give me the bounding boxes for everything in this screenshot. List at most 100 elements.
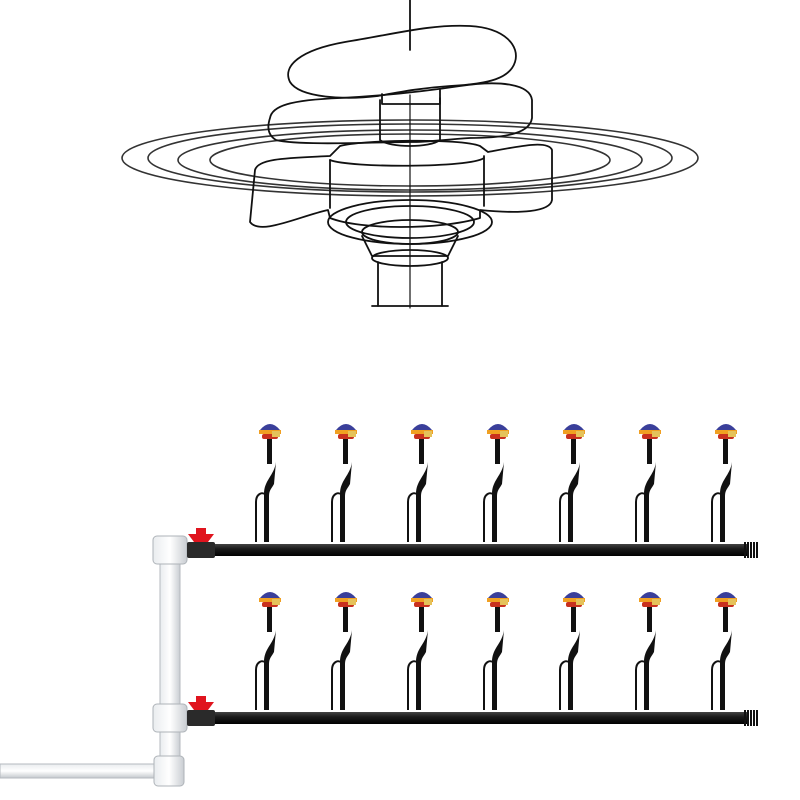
- threaded-stem: [377, 261, 443, 307]
- tee-fitting: [152, 703, 188, 733]
- stake-leg: [711, 660, 721, 710]
- stake: [340, 630, 352, 710]
- stake-leg: [635, 492, 645, 542]
- head-ring: [487, 598, 509, 602]
- head-ring: [411, 430, 433, 434]
- micro-sprinkler: [255, 592, 281, 710]
- stake-leg: [483, 492, 493, 542]
- supply-pipe: [0, 547, 185, 787]
- stake: [416, 462, 428, 542]
- stake-leg: [407, 660, 417, 710]
- sprinkler-head-line-drawing: [121, 0, 699, 309]
- head-cap: [412, 424, 432, 430]
- stake: [264, 462, 276, 542]
- head-ring: [335, 598, 357, 602]
- head-cap: [640, 592, 660, 598]
- micro-sprinkler: [331, 592, 357, 710]
- stake-leg: [635, 660, 645, 710]
- head-ring: [411, 598, 433, 602]
- stake-leg: [711, 492, 721, 542]
- head-cap: [716, 424, 736, 430]
- lower-blade: [249, 139, 553, 228]
- head-cap: [640, 424, 660, 430]
- stake: [568, 630, 580, 710]
- irrigation-system: [0, 424, 758, 787]
- micro-sprinkler: [635, 592, 661, 710]
- riser: [647, 602, 652, 632]
- stake-leg: [331, 492, 341, 542]
- tee-fitting: [152, 535, 188, 565]
- riser: [267, 434, 272, 464]
- riser: [343, 434, 348, 464]
- riser: [571, 434, 576, 464]
- micro-sprinkler: [559, 424, 585, 542]
- riser: [571, 602, 576, 632]
- stake: [720, 462, 732, 542]
- valve-handle: [188, 534, 214, 542]
- stake: [568, 462, 580, 542]
- distribution-pipe: [215, 712, 747, 724]
- top-blade: [287, 24, 517, 99]
- supply-pipe-horizontal: [0, 763, 166, 779]
- stake: [492, 630, 504, 710]
- micro-sprinkler: [407, 424, 433, 542]
- head-ring: [639, 598, 661, 602]
- valve-handle: [188, 702, 214, 710]
- head-ring: [639, 430, 661, 434]
- head-cap: [488, 424, 508, 430]
- stake-leg: [559, 492, 569, 542]
- micro-sprinkler: [407, 592, 433, 710]
- elbow-fitting: [153, 755, 185, 787]
- stake: [644, 630, 656, 710]
- stake-leg: [483, 660, 493, 710]
- head-ring: [563, 598, 585, 602]
- stake: [264, 630, 276, 710]
- head-ring: [715, 430, 737, 434]
- riser: [495, 602, 500, 632]
- head-cap: [336, 592, 356, 598]
- riser: [495, 434, 500, 464]
- sprinkler-row: [152, 424, 758, 565]
- stake: [340, 462, 352, 542]
- valve-body: [187, 542, 215, 558]
- head-cap: [716, 592, 736, 598]
- micro-sprinkler: [255, 424, 281, 542]
- riser: [419, 434, 424, 464]
- head-ring: [563, 430, 585, 434]
- micro-sprinkler: [331, 424, 357, 542]
- supply-pipe-vertical: [159, 547, 181, 771]
- head-cap: [336, 424, 356, 430]
- head-cap: [488, 592, 508, 598]
- stake-leg: [255, 660, 265, 710]
- head-ring: [487, 430, 509, 434]
- valve-body: [187, 710, 215, 726]
- head-ring: [259, 430, 281, 434]
- micro-sprinkler: [711, 592, 737, 710]
- stake-leg: [255, 492, 265, 542]
- riser: [723, 602, 728, 632]
- head-ring: [259, 598, 281, 602]
- head-cap: [564, 424, 584, 430]
- stake: [720, 630, 732, 710]
- riser: [267, 602, 272, 632]
- riser: [343, 602, 348, 632]
- stake-leg: [331, 660, 341, 710]
- riser: [723, 434, 728, 464]
- head-ring: [335, 430, 357, 434]
- micro-sprinkler: [483, 592, 509, 710]
- stake: [416, 630, 428, 710]
- micro-sprinkler: [711, 424, 737, 542]
- micro-sprinkler: [483, 424, 509, 542]
- head-cap: [412, 592, 432, 598]
- head-cap: [564, 592, 584, 598]
- micro-sprinkler: [635, 424, 661, 542]
- micro-sprinkler: [559, 592, 585, 710]
- riser: [419, 602, 424, 632]
- middle-blade: [267, 82, 533, 145]
- head-ring: [715, 598, 737, 602]
- stake-leg: [407, 492, 417, 542]
- head-cap: [260, 592, 280, 598]
- riser: [647, 434, 652, 464]
- head-cap: [260, 424, 280, 430]
